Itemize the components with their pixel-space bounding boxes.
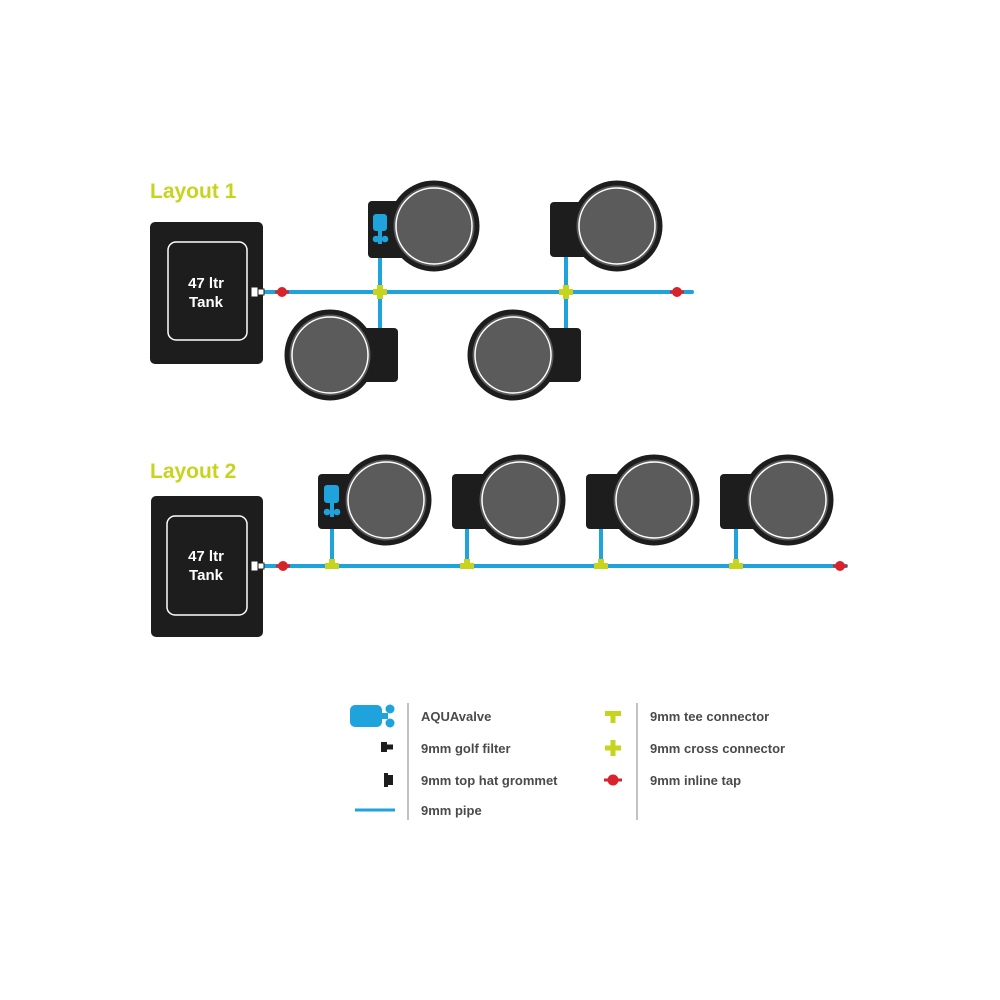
layout-1-tank-capacity: 47 ltr (188, 275, 224, 292)
layout-2-tee-connector-icon (729, 559, 743, 569)
legend-label-tee-connector: 9mm tee connector (650, 709, 769, 724)
inline-tap-icon (604, 774, 622, 786)
legend: AQUAvalve 9mm golf filter 9mm top hat gr… (350, 703, 785, 820)
top-hat-grommet-icon (384, 773, 393, 787)
cross-connector-icon (605, 740, 621, 756)
layout-1-pot-top-right (550, 180, 663, 272)
layout-2-tank-label: Tank (189, 567, 224, 584)
layout-1-inline-tap-icon (275, 287, 289, 297)
legend-label-golf-filter: 9mm golf filter (421, 741, 511, 756)
layout-2-pot-2 (452, 454, 566, 546)
golf-filter-icon (381, 742, 393, 752)
layout-2-tank-capacity: 47 ltr (188, 548, 224, 565)
aquavalve-icon (350, 704, 395, 728)
legend-label-top-hat-grommet: 9mm top hat grommet (421, 773, 558, 788)
aquavalve-icon (372, 214, 389, 244)
layout-2-inline-tap-icon (276, 561, 290, 571)
layout-2-tank: 47 ltr Tank (151, 496, 263, 637)
layout-1-cross-connector-icon (559, 285, 573, 299)
tee-connector-icon (605, 711, 621, 723)
layout-1-end-tap-icon (670, 287, 684, 297)
aquavalve-icon (323, 485, 341, 517)
layout-1-tank: 47 ltr Tank (150, 222, 263, 364)
legend-label-cross-connector: 9mm cross connector (650, 741, 785, 756)
layout-2-tee-connector-icon (325, 559, 339, 569)
layout-1-title: Layout 1 (150, 180, 237, 203)
layout-2-pot-3 (586, 454, 700, 546)
layout-1-tank-label: Tank (189, 294, 224, 311)
layout-1-golf-filter-icon (250, 286, 265, 298)
layout-2-pot-4 (720, 454, 834, 546)
legend-label-pipe: 9mm pipe (421, 803, 482, 818)
layout-1-pot-bottom-left (284, 309, 398, 401)
layout-1-cross-connector-icon (373, 285, 387, 299)
layout-2-title: Layout 2 (150, 460, 236, 483)
layout-1-pot-bottom-right (467, 309, 581, 401)
layout-2-golf-filter-icon (250, 560, 265, 572)
layout-2-tee-connector-icon (594, 559, 608, 569)
legend-label-aquavalve: AQUAvalve (421, 709, 491, 724)
legend-label-inline-tap: 9mm inline tap (650, 773, 741, 788)
layout-2-end-tap-icon (833, 561, 847, 571)
layout-2-tee-connector-icon (460, 559, 474, 569)
